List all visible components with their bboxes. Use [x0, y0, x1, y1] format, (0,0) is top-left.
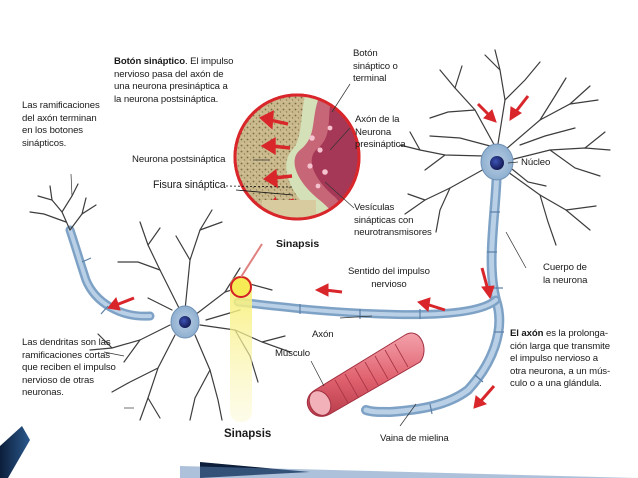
fisura-sinaptica-label: Fisura sináptica: [153, 179, 226, 192]
boton-sinaptico-desc: Botón sináptico. El impulso nervioso pas…: [114, 56, 233, 106]
sentido-l2: nervioso: [348, 279, 430, 292]
sentido-l1: Sentido del impulso: [348, 266, 430, 279]
dendritas-l2: ramificaciones cortas: [22, 350, 116, 363]
axon-def-l4: otra neurona, a un mús-: [510, 366, 610, 379]
boton-title: Botón sináptico: [114, 56, 185, 67]
boton-l1: . El impulso: [185, 56, 233, 67]
axon-pre-l3: presináptica: [355, 139, 406, 152]
vesiculas-label: Vesículas sinápticas con neurotransmisor…: [354, 202, 432, 240]
boton-terminal-label: Botón sináptico o terminal: [353, 48, 398, 86]
dendritas-l1: Las dendritas son las: [22, 337, 116, 350]
nucleus: [490, 156, 504, 170]
sinapsis-bottom-label: Sinapsis: [224, 428, 271, 440]
axon-label: Axón: [312, 329, 333, 342]
synapse-inset: [226, 95, 360, 222]
dendritas-desc: Las dendritas son las ramificaciones cor…: [22, 337, 116, 400]
vesic-l3: neurotransmisores: [354, 227, 432, 240]
dendritas-l4: nervioso de otras: [22, 375, 116, 388]
axon-def-l2: ción larga que transmite: [510, 341, 610, 354]
boton-l4: la neurona postsináptica.: [114, 94, 233, 107]
ramificaciones-desc: Las ramificaciones del axón terminan en …: [22, 100, 100, 150]
vesic-l2: sinápticas con: [354, 215, 432, 228]
dendritas-l5: neuronas.: [22, 387, 116, 400]
boton-l3: una neurona presináptica a: [114, 81, 233, 94]
boton-term-l1: Botón: [353, 48, 398, 61]
ramif-l1: Las ramificaciones: [22, 100, 100, 113]
vaina-mielina-label: Vaina de mielina: [380, 433, 449, 446]
axon-definition: El axón es la prolonga- ción larga que t…: [510, 328, 610, 391]
axon-presinaptica-label: Axón de la Neurona presináptica: [355, 114, 406, 152]
ramif-l4: sinápticos.: [22, 138, 100, 151]
neurona-postsinaptica-label: Neurona postsináptica: [132, 154, 225, 167]
boton-term-l3: terminal: [353, 73, 398, 86]
slide-accent: [0, 426, 30, 478]
boton-l2: nervioso pasa del axón de: [114, 69, 233, 82]
axon-def-l5: culo o a una glándula.: [510, 378, 610, 391]
ramif-l2: del axón terminan: [22, 113, 100, 126]
ramif-l3: en los botones: [22, 125, 100, 138]
nucleo-label: Núcleo: [521, 157, 550, 170]
axon-pre-l1: Axón de la: [355, 114, 406, 127]
cuerpo-neurona-label: Cuerpo de la neurona: [543, 262, 587, 287]
axon-def-l1: es la prolonga-: [543, 328, 608, 339]
cuerpo-l2: la neurona: [543, 275, 587, 288]
cuerpo-l1: Cuerpo de: [543, 262, 587, 275]
boton-term-l2: sináptico o: [353, 61, 398, 74]
axon-def-title: El axón: [510, 328, 543, 339]
sentido-impulso-label: Sentido del impulso nervioso: [348, 266, 430, 291]
musculo-label: Músculo: [275, 348, 310, 361]
dendritas-l3: que reciben el impulso: [22, 362, 116, 375]
sinapsis-inset-label: Sinapsis: [276, 238, 319, 250]
vesic-l1: Vesículas: [354, 202, 432, 215]
axon-def-l3: el impulso nervioso a: [510, 353, 610, 366]
axon-pre-l2: Neurona: [355, 127, 406, 140]
